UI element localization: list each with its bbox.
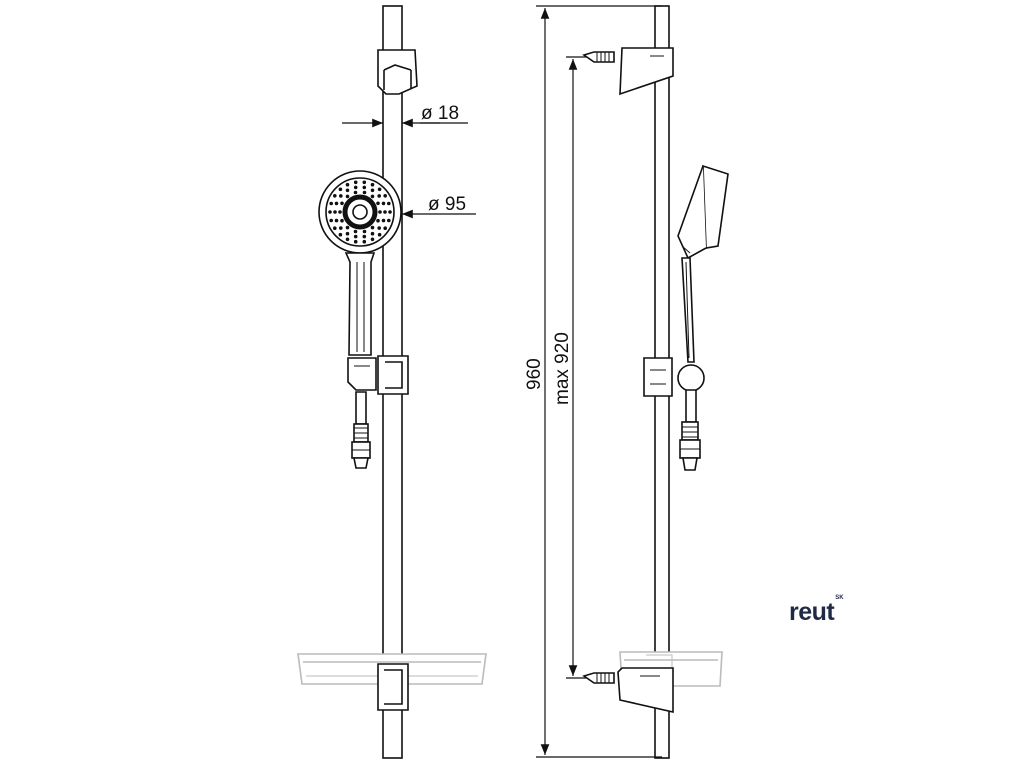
nozzle-dot (370, 182, 375, 187)
nozzle-dot (340, 201, 344, 206)
nozzle-dot (345, 237, 350, 242)
nozzle-dot (333, 210, 337, 214)
nozzle-dot (377, 194, 382, 198)
nozzle-dot (383, 194, 388, 198)
front-top-bracket (377, 49, 418, 95)
brand-logo: reutSK (789, 594, 844, 627)
nozzle-dot (381, 201, 386, 206)
brand-suffix: SK (835, 594, 844, 601)
nozzle-dot (377, 187, 382, 192)
front-bottom-bracket (377, 663, 409, 711)
nozzle-dot (362, 180, 367, 185)
nozzle-dot (328, 210, 332, 214)
rail-diameter-label: ø 18 (421, 103, 459, 124)
side-bottom-bracket (617, 667, 674, 714)
nozzle-dot (353, 185, 358, 190)
nozzle-dot (334, 201, 339, 206)
adjust-length-label: max 920 (552, 332, 573, 405)
nozzle-dot (362, 229, 367, 234)
nozzle-dot (353, 180, 358, 185)
front-dimensions (342, 118, 476, 219)
side-dimensions (536, 5, 662, 758)
side-view (582, 5, 729, 759)
front-slider-holder (347, 355, 409, 395)
nozzle-dot (353, 229, 358, 234)
nozzle-dot (338, 187, 343, 192)
head-diameter-label: ø 95 (428, 194, 466, 215)
nozzle-dot (345, 225, 350, 230)
side-top-anchor (582, 51, 615, 63)
brand-name: reut (789, 598, 835, 626)
nozzle-dot (339, 194, 343, 198)
nozzle-dot (387, 218, 391, 223)
nozzle-dot (345, 182, 350, 187)
nozzle-dot (345, 188, 350, 193)
nozzle-dot (370, 237, 375, 242)
front-hose-connector (351, 391, 371, 469)
side-hose-connector (679, 421, 701, 471)
nozzle-dot (383, 210, 387, 214)
nozzle-dot (362, 239, 367, 244)
spray-nozzles (328, 180, 392, 244)
front-hand-shower (318, 170, 402, 356)
nozzle-dot (345, 194, 350, 199)
nozzle-dot (353, 234, 358, 239)
nozzle-dot (340, 218, 344, 223)
nozzle-dot (370, 194, 375, 199)
nozzle-dot (338, 210, 342, 214)
nozzle-dot (329, 201, 334, 206)
nozzle-dot (377, 232, 382, 237)
nozzle-dot (377, 226, 382, 230)
nozzle-dot (362, 234, 367, 239)
nozzle-dot (362, 190, 367, 195)
nozzle-dot (370, 231, 375, 236)
front-view (297, 5, 487, 759)
nozzle-dot (370, 225, 375, 230)
nozzle-dot (381, 218, 386, 223)
nozzle-dot (378, 210, 382, 214)
nozzle-dot (333, 194, 337, 198)
nozzle-dot (329, 218, 334, 223)
nozzle-dot (353, 239, 358, 244)
nozzle-dot (383, 226, 388, 230)
nozzle-dot (353, 190, 358, 195)
nozzle-dot (339, 226, 343, 230)
nozzle-dot (388, 210, 392, 214)
nozzle-dot (362, 185, 367, 190)
total-length-label: 960 (524, 358, 545, 390)
side-hand-shower (677, 164, 729, 363)
nozzle-dot (345, 231, 350, 236)
nozzle-dot (370, 188, 375, 193)
nozzle-dot (338, 232, 343, 237)
side-slider-holder (643, 357, 705, 423)
side-bottom-anchor (582, 672, 615, 684)
nozzle-dot (376, 201, 380, 206)
nozzle-dot (376, 218, 380, 223)
side-top-bracket (619, 47, 674, 96)
nozzle-dot (334, 218, 339, 223)
nozzle-dot (333, 226, 337, 230)
nozzle-dot (387, 201, 391, 206)
